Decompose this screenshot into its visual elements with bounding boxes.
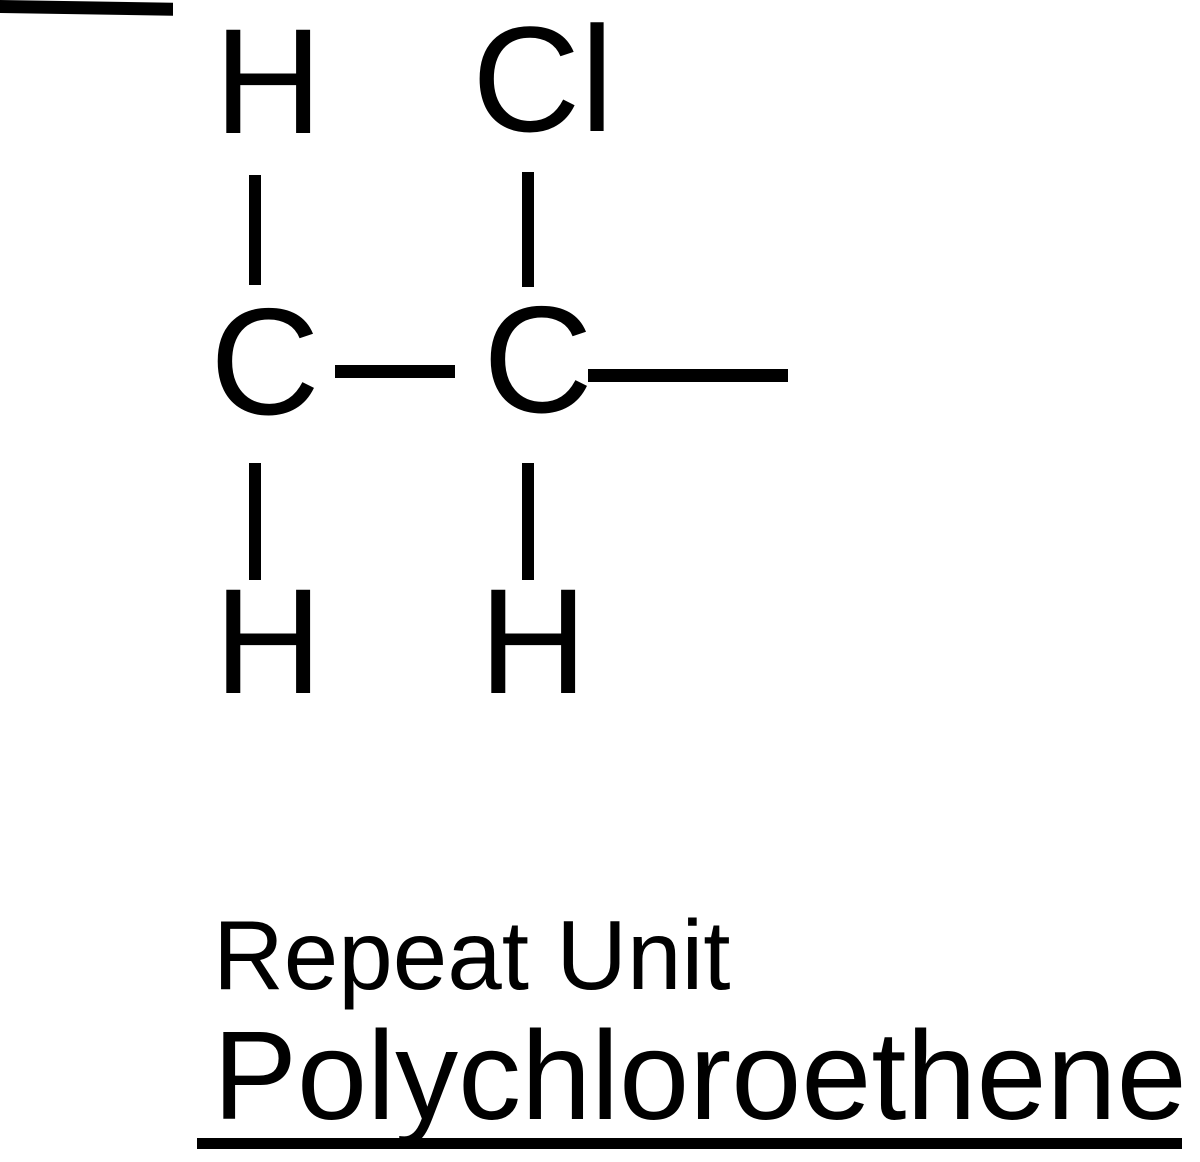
bond-carbon-right-to-cl-top: [522, 172, 534, 287]
atom-label-carbon-left: C: [210, 277, 320, 447]
atom-label-h-top-left: H: [214, 0, 323, 165]
repeat-unit-label: Repeat Unit: [213, 900, 731, 1010]
atom-label-cl-top-right: Cl: [472, 0, 614, 163]
bond-chain-continuation-left: [0, 0, 173, 16]
atom-label-h-bottom-right: H: [479, 557, 588, 725]
bond-chain-continuation-right: [588, 369, 788, 382]
polymer-name-underline: [197, 1138, 1182, 1149]
atom-label-carbon-right: C: [483, 275, 593, 445]
atom-label-h-bottom-left: H: [214, 557, 323, 725]
bond-carbon-right-to-h-bottom: [522, 463, 534, 580]
bond-carbon-carbon: [335, 365, 455, 378]
bond-carbon-left-to-h-top: [249, 175, 261, 285]
polymer-name-label: Polychloroethene: [213, 1005, 1187, 1146]
bond-carbon-left-to-h-bottom: [249, 463, 261, 580]
